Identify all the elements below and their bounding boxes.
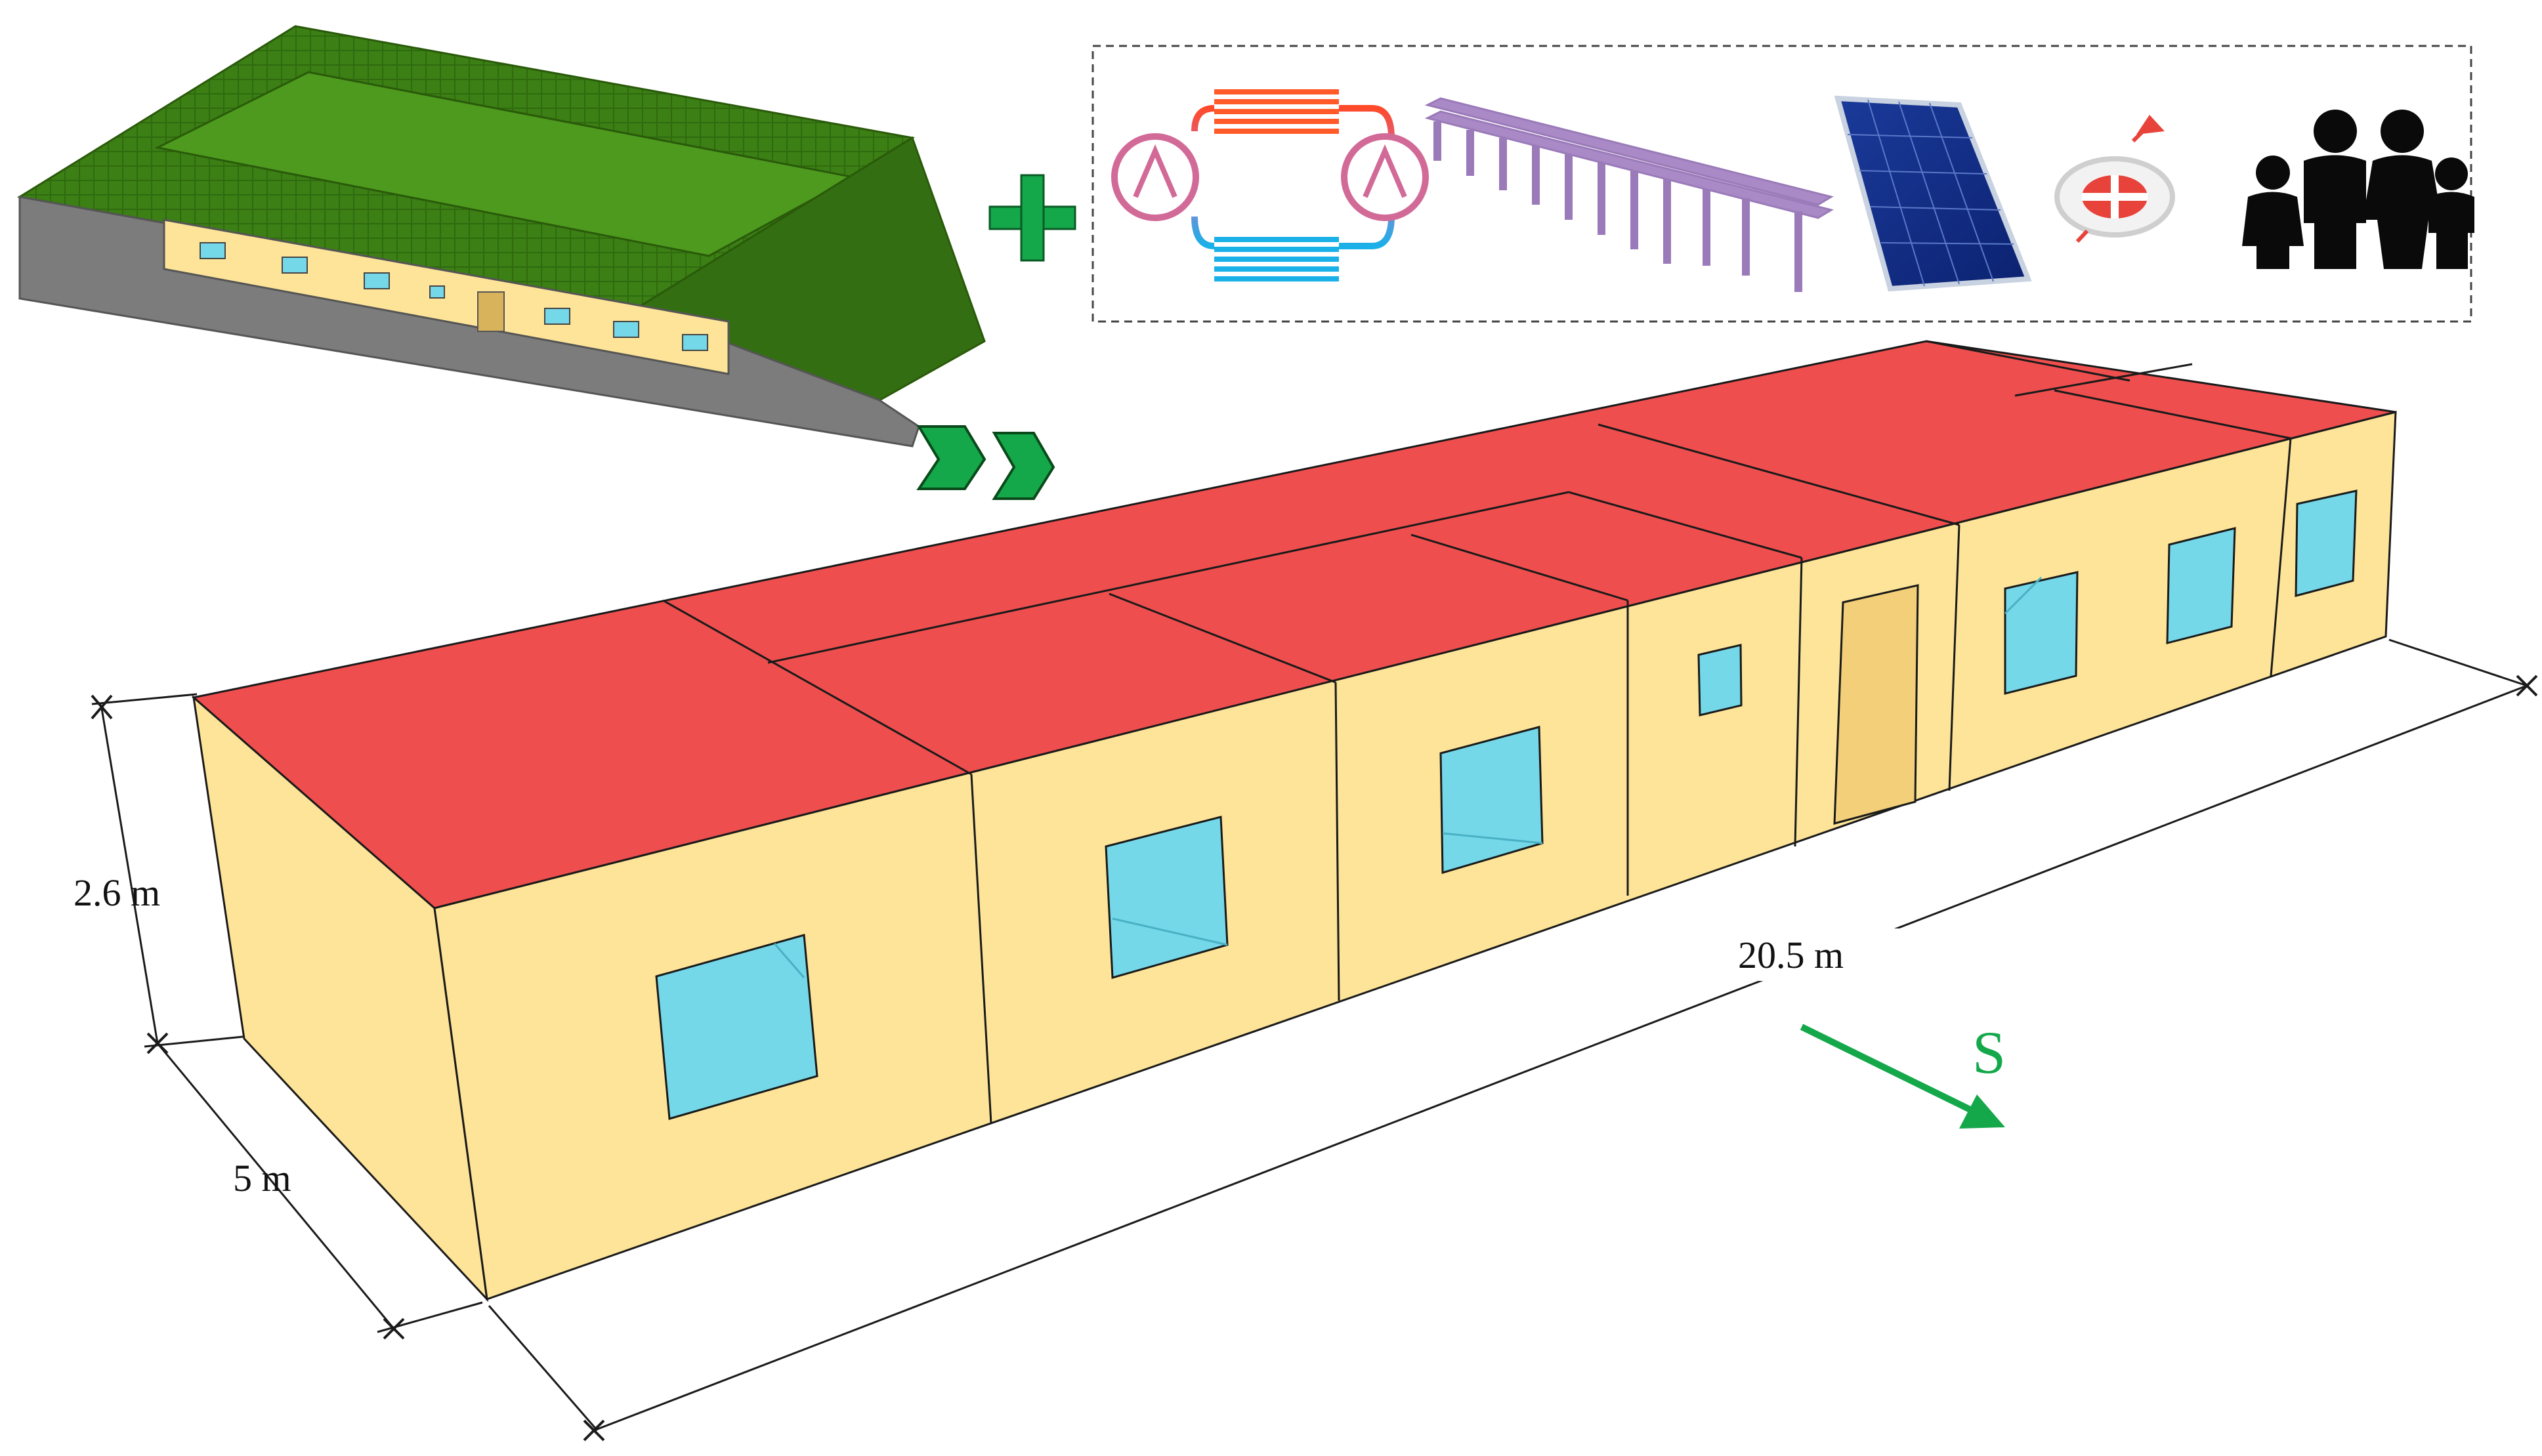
pergola-structure-icon bbox=[1424, 97, 1834, 292]
entrance-door bbox=[1833, 584, 1919, 825]
height-dimension-label: 2.6 m bbox=[74, 871, 160, 914]
facade-windows bbox=[655, 489, 2358, 1120]
window-1 bbox=[655, 934, 818, 1120]
south-direction-label: S bbox=[1972, 1019, 2006, 1086]
earth-sheltered-model-thumbnail bbox=[16, 25, 986, 447]
thumbnail-door bbox=[477, 291, 505, 332]
window-7 bbox=[2295, 489, 2358, 597]
window-6 bbox=[2166, 527, 2236, 644]
dimension-lines bbox=[91, 638, 2538, 1442]
plus-icon bbox=[988, 174, 1076, 262]
solar-panel-icon bbox=[1834, 95, 2032, 292]
window-4 bbox=[1697, 644, 1743, 717]
family-occupants-icon bbox=[2242, 110, 2474, 269]
double-chevron-arrow-icon bbox=[916, 425, 1055, 500]
heat-pump-cycle-icon bbox=[1111, 89, 1429, 281]
components-inset-frame bbox=[1091, 45, 2472, 323]
depth-dimension-label: 5 m bbox=[233, 1157, 291, 1199]
thumbnail-windows bbox=[200, 242, 708, 351]
length-label-backdrop bbox=[1720, 928, 1903, 981]
south-direction-arrow bbox=[1800, 1024, 2005, 1129]
roof-zone-lines bbox=[662, 340, 2291, 776]
compass-icon bbox=[2054, 115, 2175, 243]
main-building-model bbox=[191, 340, 2397, 1302]
window-5 bbox=[2004, 571, 2079, 695]
facade-zone-lines bbox=[970, 438, 2292, 1124]
length-dimension-label: 20.5 m bbox=[1738, 934, 1844, 976]
